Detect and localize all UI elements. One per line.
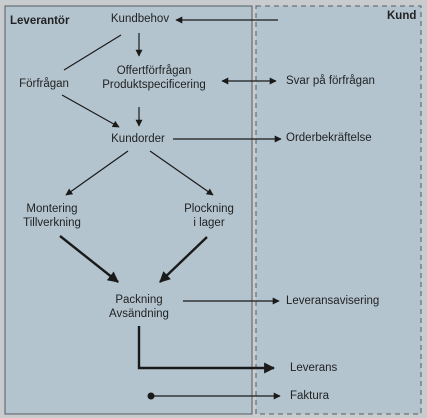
supplier-panel <box>4 5 253 415</box>
node-packning-line2: Avsändning <box>109 308 169 320</box>
arrow-montering-to-packning <box>59 235 119 283</box>
node-plockning: Plockning i lager <box>174 202 244 230</box>
node-kundbehov: Kundbehov <box>110 13 170 25</box>
node-plockning-line1: Plockning <box>184 203 234 215</box>
arrow-packning-to-leverans <box>137 326 276 374</box>
node-kundorder: Kundorder <box>111 133 165 145</box>
arrow-plockning-to-packning <box>159 236 208 283</box>
node-offert-line1: Offertförfrågan <box>116 65 192 77</box>
node-montering-line2: Tillverkning <box>23 217 81 229</box>
arrow-kundorder-to-plockning <box>149 150 214 196</box>
node-montering: Montering Tillverkning <box>12 202 92 230</box>
customer-leverans: Leverans <box>290 362 338 374</box>
customer-svar-pa-forfragan: Svar på förfrågan <box>286 75 375 87</box>
node-plockning-line2: i lager <box>193 217 225 229</box>
customer-panel-title: Kund <box>387 10 417 22</box>
supplier-panel-title: Leverantör <box>10 15 70 27</box>
customer-leveransavisering: Leveransavisering <box>286 295 380 307</box>
arrow-forfragan-to-kundorder <box>61 94 120 128</box>
node-montering-line1: Montering <box>26 203 78 215</box>
node-offert-line2: Produktspecificering <box>102 79 206 91</box>
customer-orderbekraftelse: Orderbekräftelse <box>286 132 372 144</box>
customer-panel <box>255 5 422 415</box>
arrow-kundorder-to-montering <box>65 150 129 196</box>
customer-faktura: Faktura <box>290 390 329 402</box>
node-packning-line1: Packning <box>115 294 163 306</box>
node-offertforfragan: Offertförfrågan Produktspecificering <box>88 64 220 92</box>
line-kundbehov-forfragan <box>63 34 122 71</box>
node-forfragan: Förfrågan <box>19 78 69 90</box>
node-packning: Packning Avsändning <box>96 293 182 321</box>
